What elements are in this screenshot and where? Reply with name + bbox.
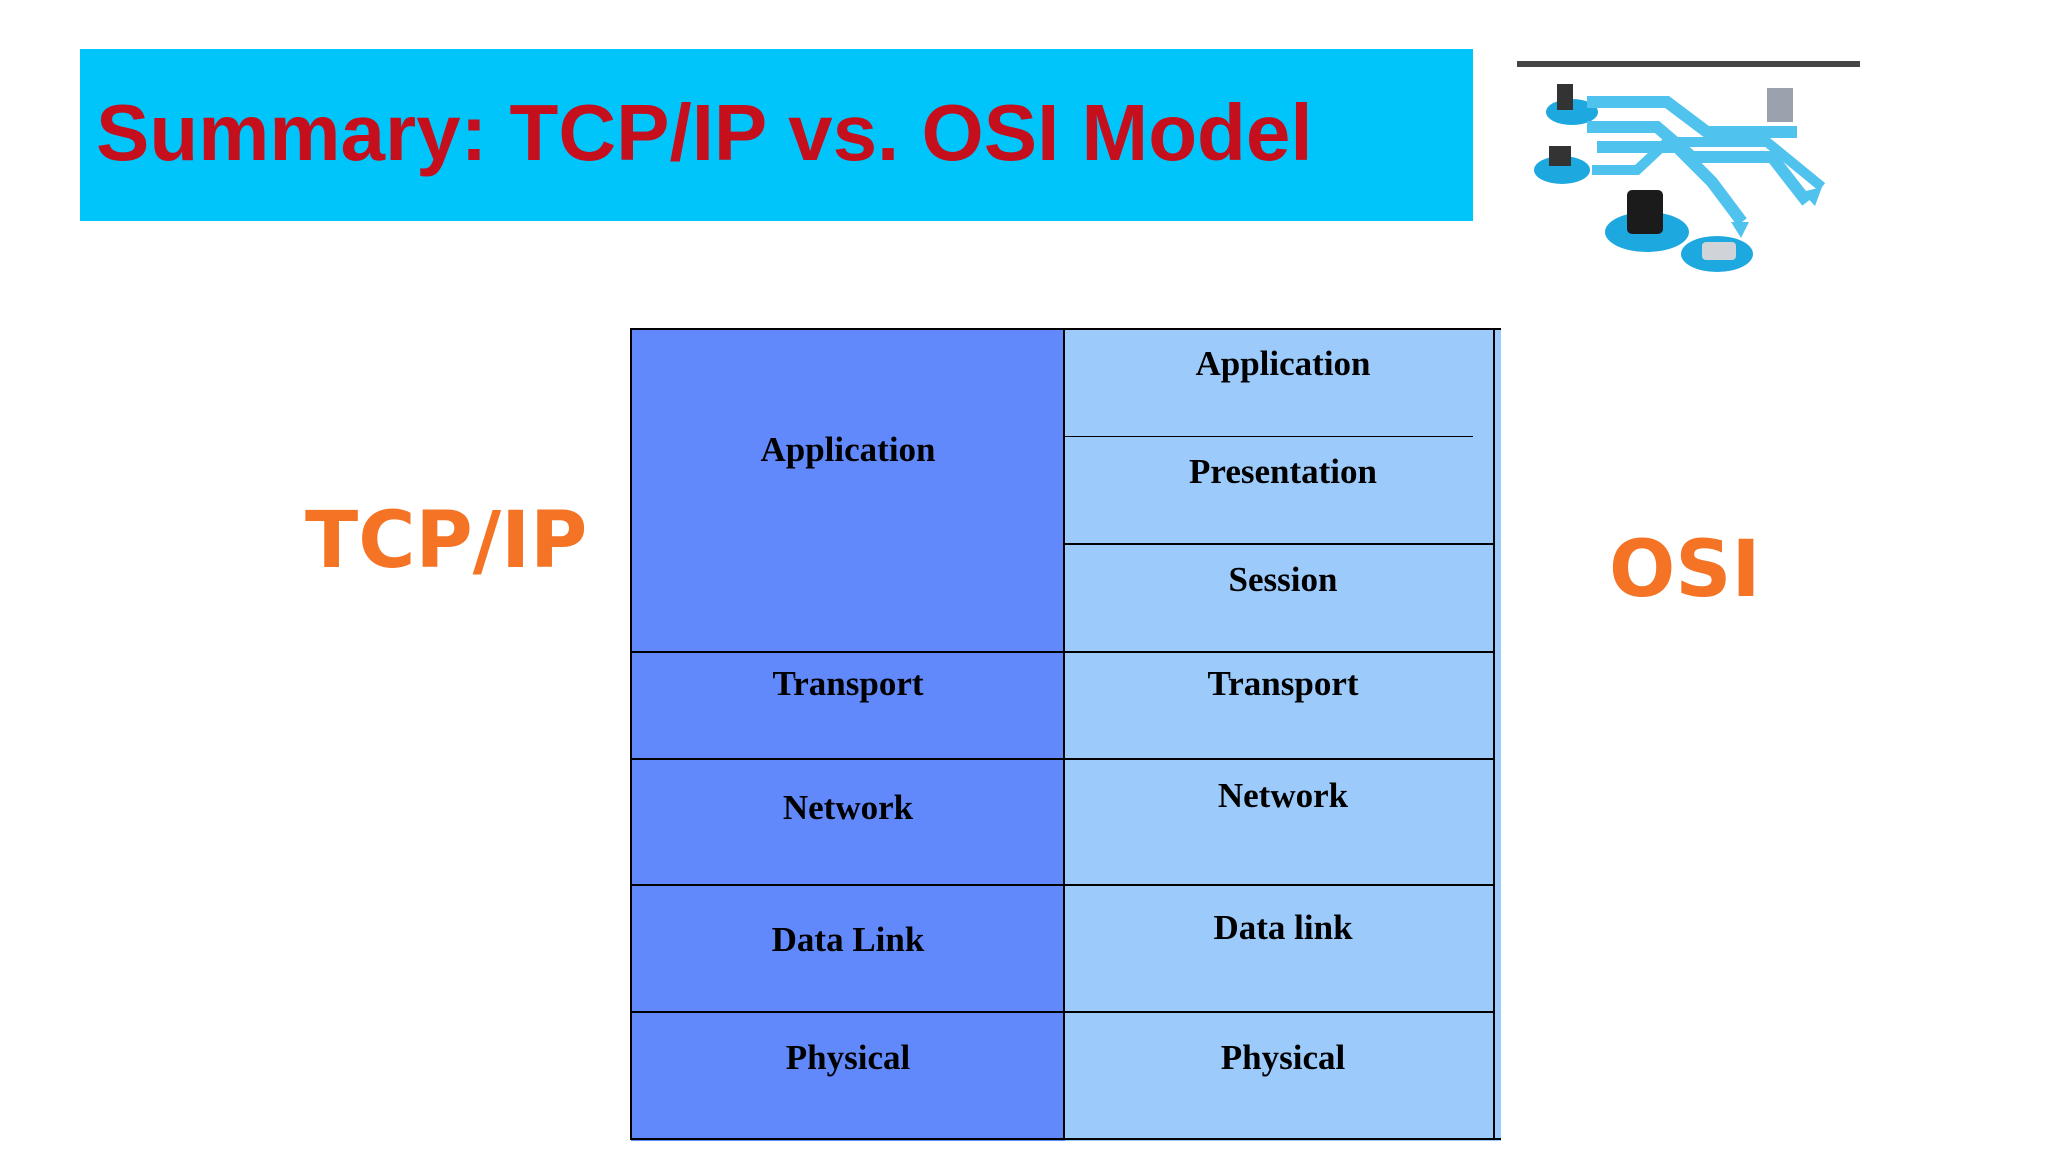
storage-icon xyxy=(1767,88,1793,122)
slide-title: Summary: TCP/IP vs. OSI Model xyxy=(96,88,1313,177)
device-icon xyxy=(1702,242,1736,260)
table-border-top xyxy=(630,328,1501,330)
tcpip-layer-label: Data Link xyxy=(771,920,925,959)
osi-layer-data-link: Data link xyxy=(1065,888,1501,1014)
table-border-bottom xyxy=(630,1138,1501,1140)
table-border-left xyxy=(630,328,632,1140)
network-diagram-icon xyxy=(1517,72,1860,292)
table-row-divider xyxy=(630,1011,1495,1013)
table-border-right xyxy=(1493,328,1495,1140)
tcpip-layer-data-link: Data Link xyxy=(631,888,1065,1014)
tcpip-layer-label: Transport xyxy=(772,664,924,703)
osi-layer-label: Network xyxy=(1217,776,1349,815)
flow-arrow-path-4 xyxy=(1592,137,1826,191)
osi-layer-application: Application xyxy=(1065,330,1501,438)
osi-layer-label: Session xyxy=(1228,560,1338,599)
network-illustration-graphic xyxy=(1534,84,1826,272)
tcpip-layer-label: Network xyxy=(782,788,914,827)
osi-layer-presentation: Presentation xyxy=(1065,438,1501,546)
osi-layer-physical: Physical xyxy=(1065,1014,1501,1141)
osi-layer-label: Presentation xyxy=(1189,452,1377,491)
arrow-head-bottom xyxy=(1731,222,1749,238)
tcpip-model-label: TCP/IP xyxy=(305,496,588,586)
tcpip-layer-label: Physical xyxy=(785,1038,911,1077)
table-row-divider xyxy=(630,884,1495,886)
flow-arrow-path-3 xyxy=(1597,141,1747,226)
osi-layer-transport: Transport xyxy=(1065,654,1501,762)
osi-row-divider xyxy=(1065,543,1495,545)
tcpip-layer-network: Network xyxy=(631,762,1065,888)
server-icon xyxy=(1627,190,1663,234)
table-column-divider xyxy=(1063,328,1065,1140)
title-banner: Summary: TCP/IP vs. OSI Model xyxy=(80,49,1473,221)
tcpip-layer-transport: Transport xyxy=(631,654,1065,762)
osi-layer-label: Application xyxy=(1195,344,1371,383)
osi-model-label: OSI xyxy=(1609,525,1761,615)
tcpip-layer-label: Application xyxy=(760,430,936,469)
osi-row-divider xyxy=(1065,436,1473,437)
flow-arrow-path-1 xyxy=(1587,96,1797,138)
tcpip-layer-application: Application xyxy=(631,330,1065,654)
decorative-rule xyxy=(1517,61,1860,67)
table-row-divider xyxy=(630,758,1495,760)
osi-layer-session: Session xyxy=(1065,546,1501,654)
osi-layer-network: Network xyxy=(1065,762,1501,888)
osi-layer-label: Transport xyxy=(1207,664,1359,703)
arrow-head-right xyxy=(1802,187,1822,206)
table-row-divider xyxy=(630,651,1495,653)
laptop-icon xyxy=(1549,146,1571,166)
osi-layer-label: Physical xyxy=(1220,1038,1346,1077)
hub-disc-left-mid xyxy=(1534,156,1590,184)
tcpip-layer-physical: Physical xyxy=(631,1014,1065,1141)
osi-layer-label: Data link xyxy=(1213,908,1353,947)
phone-icon xyxy=(1557,84,1573,110)
